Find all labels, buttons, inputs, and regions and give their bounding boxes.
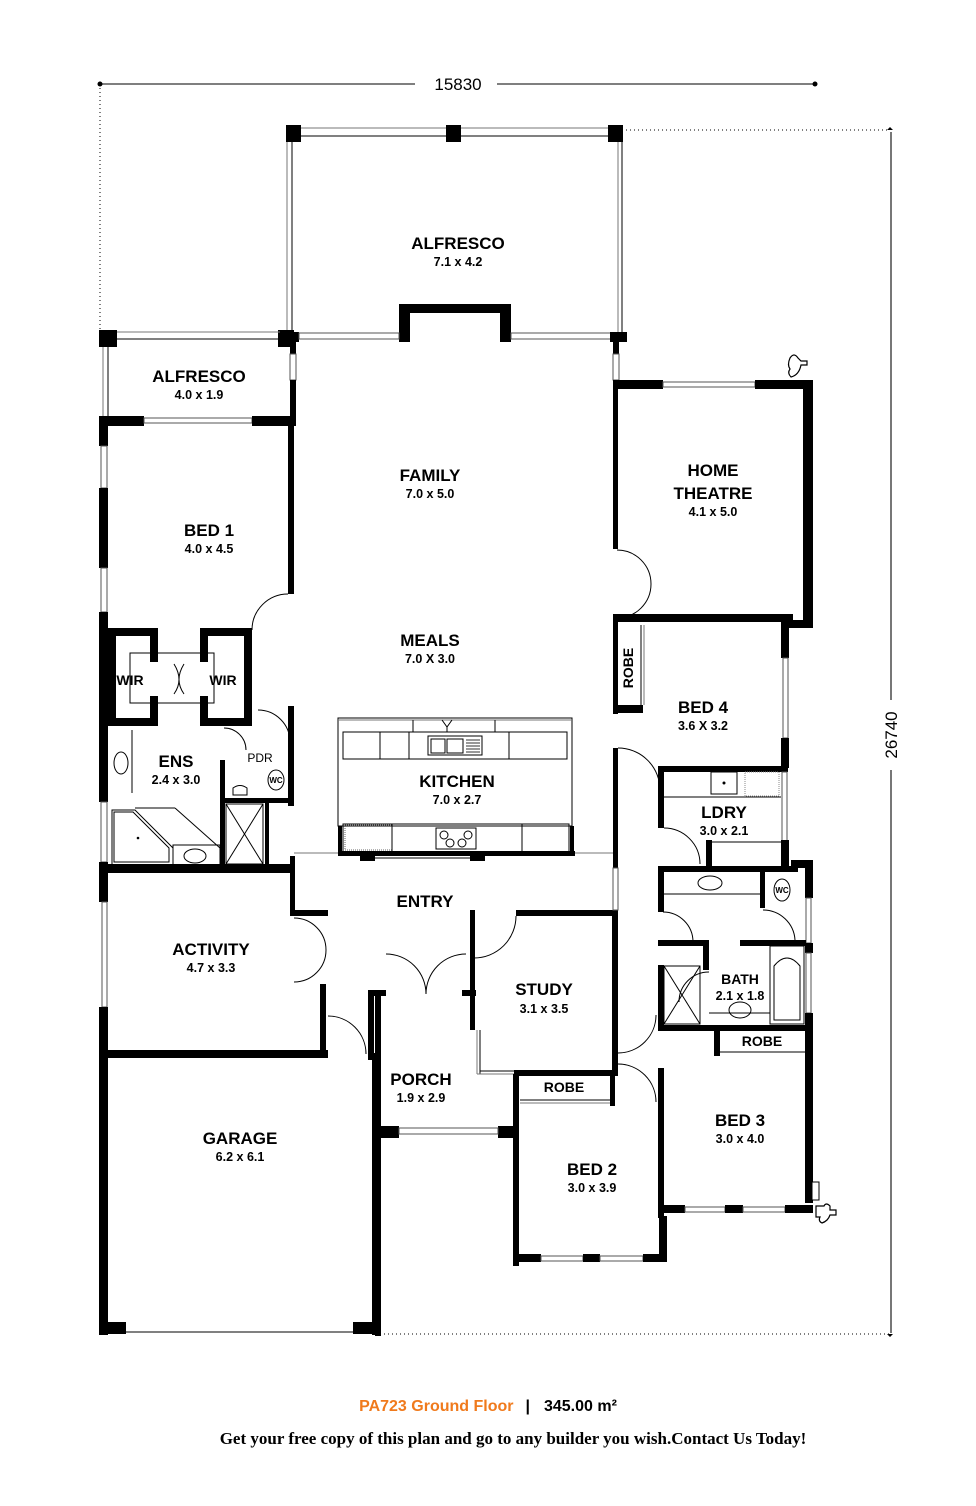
room-study: STUDY 3.1 x 3.5 — [515, 980, 573, 1016]
room-ldry: LDRY 3.0 x 2.1 — [700, 803, 749, 838]
garden-tap-icon — [811, 1181, 837, 1224]
room-activity: ACTIVITY 4.7 x 3.3 — [172, 940, 250, 975]
room-porch: PORCH 1.9 x 2.9 — [390, 1070, 451, 1105]
room-bed1: BED 1 4.0 x 4.5 — [184, 521, 234, 556]
room-name: STUDY — [515, 980, 573, 999]
room-pdr: PDR — [247, 751, 273, 765]
room-size: 2.1 x 1.8 — [716, 989, 765, 1003]
room-size: 3.0 x 2.1 — [700, 824, 749, 838]
width-dimension-label: 15830 — [434, 75, 481, 94]
room-bed3: BED 3 3.0 x 4.0 — [715, 1111, 765, 1146]
room-size: 3.0 x 4.0 — [716, 1132, 765, 1146]
room-name-line2: THEATRE — [673, 484, 752, 503]
fireplace-bump — [399, 304, 511, 342]
room-size: 3.6 X 3.2 — [678, 719, 728, 733]
pdr-wc-label: WC — [269, 776, 283, 785]
room-size: 4.0 x 4.5 — [185, 542, 234, 556]
garden-tap-icon — [787, 354, 808, 378]
room-wir-right: WIR — [209, 672, 236, 688]
alfresco-main-structure — [286, 125, 623, 335]
room-meals: MEALS 7.0 X 3.0 — [400, 631, 460, 666]
room-name-line1: HOME — [688, 461, 739, 480]
room-alfresco-side: ALFRESCO 4.0 x 1.9 — [152, 367, 246, 402]
room-size: 2.4 x 3.0 — [152, 773, 201, 787]
kitchen-island-bench — [337, 717, 573, 853]
room-size: 7.0 x 2.7 — [433, 793, 482, 807]
room-size: 7.1 x 4.2 — [434, 255, 483, 269]
room-size: 7.0 X 3.0 — [405, 652, 455, 666]
room-size: 3.0 x 3.9 — [568, 1181, 617, 1195]
room-name: ACTIVITY — [172, 940, 250, 959]
room-size: 4.0 x 1.9 — [175, 388, 224, 402]
room-name: BATH — [721, 971, 759, 987]
room-name: PORCH — [390, 1070, 451, 1089]
room-name: BED 4 — [678, 698, 729, 717]
room-bed2: BED 2 3.0 x 3.9 — [567, 1160, 617, 1195]
room-name: ROBE — [620, 648, 636, 688]
room-ens: ENS 2.4 x 3.0 — [152, 752, 201, 787]
room-size: 3.1 x 3.5 — [520, 1002, 569, 1016]
bath-wc-label: WC — [775, 886, 789, 895]
room-size: 4.7 x 3.3 — [187, 961, 236, 975]
dimension-height: 26740 — [380, 127, 901, 1337]
room-size: 6.2 x 6.1 — [216, 1150, 265, 1164]
room-name: GARAGE — [203, 1129, 278, 1148]
dimension-width: 15830 — [97, 75, 818, 330]
room-name: ALFRESCO — [411, 234, 505, 253]
room-name: WIR — [116, 672, 143, 688]
room-name: FAMILY — [400, 466, 461, 485]
room-size: 1.9 x 2.9 — [397, 1091, 446, 1105]
separator: | — [525, 1398, 530, 1415]
height-dimension-label: 26740 — [882, 711, 901, 758]
room-name: LDRY — [701, 803, 747, 822]
room-size: 4.1 x 5.0 — [689, 505, 738, 519]
laundry-fixtures — [664, 771, 781, 798]
room-home-theatre: HOME THEATRE 4.1 x 5.0 — [673, 461, 752, 519]
room-family: FAMILY 7.0 x 5.0 — [400, 466, 461, 501]
room-robe-bed4: ROBE — [620, 648, 636, 688]
room-name: BED 2 — [567, 1160, 617, 1179]
tagline: Get your free copy of this plan and go t… — [219, 1429, 807, 1448]
plan-footer: PA723 Ground Floor | 345.00 m² Get your fr… — [0, 1395, 976, 1449]
room-name: WIR — [209, 672, 236, 688]
room-name: ALFRESCO — [152, 367, 246, 386]
room-kitchen: KITCHEN 7.0 x 2.7 — [419, 772, 495, 807]
room-name: ENTRY — [397, 892, 455, 911]
room-name: PDR — [247, 751, 273, 765]
room-name: MEALS — [400, 631, 460, 650]
plan-code: PA723 Ground Floor — [359, 1398, 514, 1415]
room-garage: GARAGE 6.2 x 6.1 — [203, 1129, 278, 1164]
room-robe-bed2: ROBE — [544, 1079, 584, 1095]
floor-area: 345.00 m² — [543, 1398, 617, 1415]
room-name: ROBE — [742, 1033, 782, 1049]
room-bath: BATH 2.1 x 1.8 — [716, 971, 765, 1003]
bathroom-fixtures: WC — [663, 875, 805, 1025]
room-entry: ENTRY — [397, 892, 455, 911]
room-name: BED 1 — [184, 521, 234, 540]
room-wir-left: WIR — [116, 672, 143, 688]
room-name: ENS — [159, 752, 194, 771]
room-size: 7.0 x 5.0 — [406, 487, 455, 501]
room-name: BED 3 — [715, 1111, 765, 1130]
room-alfresco-main: ALFRESCO 7.1 x 4.2 — [411, 234, 505, 269]
doors — [173, 549, 796, 1103]
ensuite-fixtures: WC — [111, 751, 285, 866]
room-bed4: BED 4 3.6 X 3.2 — [678, 698, 729, 733]
walls — [99, 330, 813, 1336]
room-name: ROBE — [544, 1079, 584, 1095]
room-robe-bed3: ROBE — [742, 1033, 782, 1049]
plan-title-line: PA723 Ground Floor | 345.00 m² — [0, 1395, 976, 1419]
room-name: KITCHEN — [419, 772, 495, 791]
